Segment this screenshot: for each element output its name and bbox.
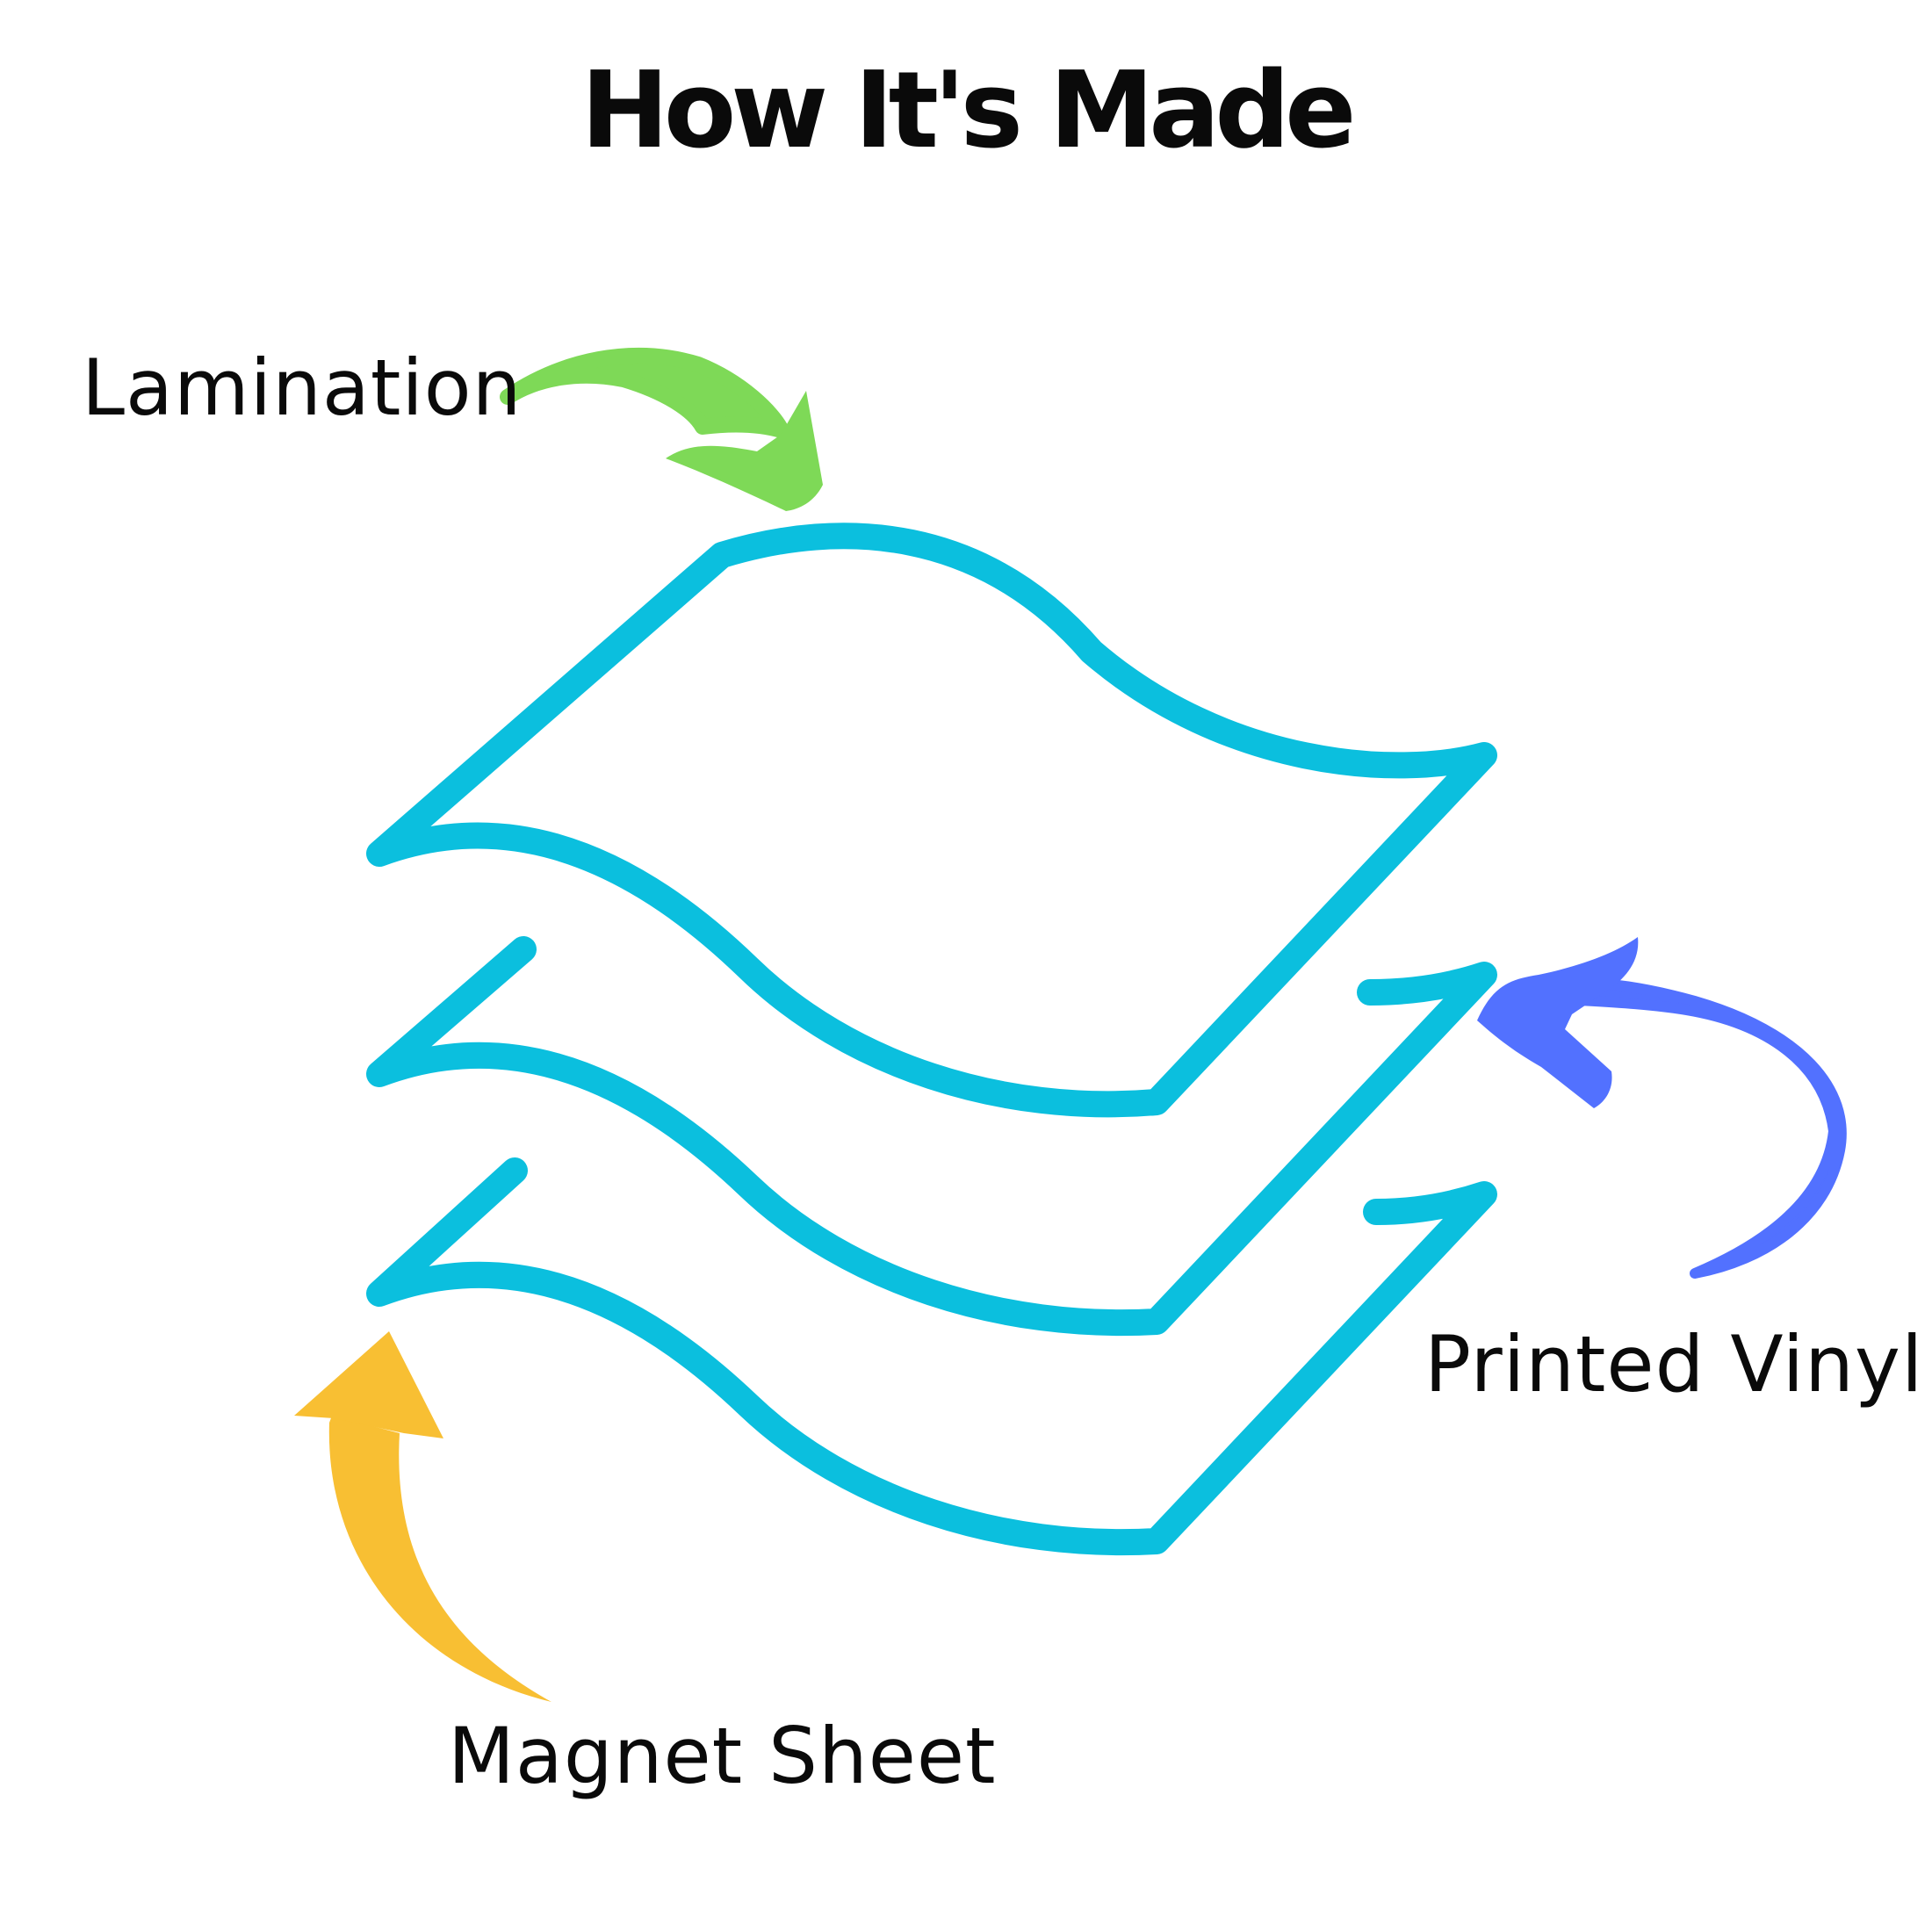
page-title: How It's Made	[580, 50, 1356, 172]
sheet-bottom	[366, 1157, 1497, 1556]
magnet-sheet-arrow-icon	[294, 1331, 551, 1702]
lamination-arrow-icon	[500, 347, 823, 511]
sheet-top	[366, 523, 1497, 1118]
label-printed-vinyl: Printed Vinyl	[1424, 1319, 1924, 1409]
label-lamination: Lamination	[82, 342, 523, 433]
sheet-stack	[366, 523, 1497, 1556]
label-magnet-sheet: Magnet Sheet	[448, 1711, 997, 1801]
printed-vinyl-arrow-icon	[1477, 937, 1847, 1279]
sheet-middle	[366, 936, 1497, 1337]
